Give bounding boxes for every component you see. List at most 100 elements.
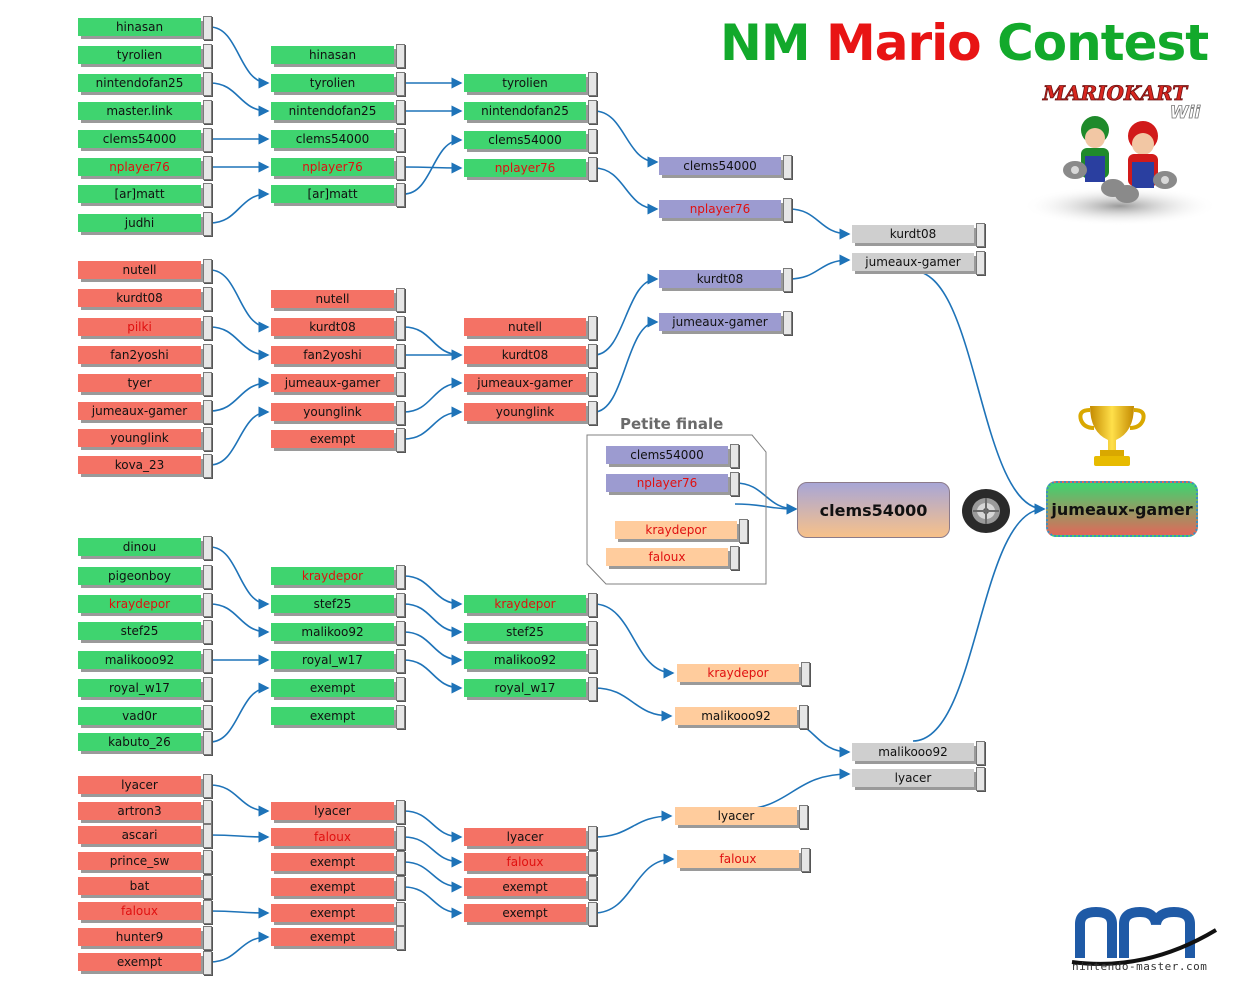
connector-line [593, 110, 659, 168]
bracket-slot: nplayer76 [464, 157, 597, 181]
bracket-slot: vad0r [78, 705, 212, 729]
bracket-slot: pigeonboy [78, 565, 212, 589]
connector-line [403, 836, 463, 868]
bracket-slot: exempt [271, 705, 405, 729]
mario-kart-wii-logo: MARIOKART Wii [1022, 81, 1215, 226]
bracket-slot: clems54000 [464, 129, 597, 153]
bracket-slot: kraydepor [677, 662, 810, 686]
connector-line [593, 273, 659, 356]
bracket-slot: hunter9 [78, 926, 212, 950]
nintendo-master-logo [1071, 906, 1218, 966]
connector-line [209, 546, 270, 610]
connector-line [403, 603, 463, 638]
bracket-slot: nintendofan25 [464, 100, 597, 124]
bracket-slot: lyacer [464, 826, 597, 850]
bracket-slot: lyacer [852, 767, 985, 791]
connector-line [209, 831, 270, 843]
bracket-slot: kraydepor [78, 593, 212, 617]
bracket-slot: master.link [78, 100, 212, 124]
connector-line [403, 406, 463, 440]
bracket-slot: royal_w17 [78, 677, 212, 701]
bracket-slot: clems54000 [659, 155, 792, 179]
bracket-slot: exempt [271, 926, 405, 950]
bracket-slot: tyrolien [78, 44, 212, 68]
bracket-slot: dinou [78, 536, 212, 560]
bracket-slot: jumeaux-gamer [271, 372, 405, 396]
bracket-slot: exempt [271, 851, 405, 875]
bracket-slot: nutell [464, 316, 597, 340]
bracket-slot: exempt [271, 428, 405, 452]
bracket-slot: kova_23 [78, 454, 212, 478]
bracket-slot: nplayer76 [606, 472, 739, 496]
petite-finale-winner-box: clems54000 [797, 482, 950, 538]
bracket-slot: malikooo92 [78, 649, 212, 673]
connector-line [209, 269, 270, 333]
connector-line [403, 575, 463, 610]
bracket-slot: kraydepor [615, 519, 748, 543]
bracket-slot: royal_w17 [464, 677, 597, 701]
bracket-slot: exempt [271, 876, 405, 900]
bracket-slot: exempt [271, 677, 405, 701]
bracket-slot: fan2yoshi [271, 344, 405, 368]
connector-line [209, 188, 270, 224]
bracket-slot: tyrolien [271, 72, 405, 96]
connector-line [209, 784, 270, 817]
bracket-slot: malikooo92 [852, 741, 985, 765]
bracket-slot: jumeaux-gamer [78, 400, 212, 424]
bracket-slot: nintendofan25 [78, 72, 212, 96]
bracket-slot: kraydepor [464, 593, 597, 617]
connector-line [209, 907, 270, 919]
bracket-slot: younglink [464, 401, 597, 425]
bracket-slot: [ar]matt [78, 183, 212, 207]
bracket-slot: faloux [271, 826, 405, 850]
connector-line [209, 326, 270, 361]
bracket-slot: younglink [271, 401, 405, 425]
connector-line [209, 603, 270, 638]
connector-line [593, 603, 675, 679]
bracket-slot: lyacer [271, 800, 405, 824]
connector-line [403, 377, 463, 413]
bracket-slot: kurdt08 [852, 223, 985, 247]
bracket-slot: malikoo92 [464, 649, 597, 673]
tournament-winner-box: jumeaux-gamer [1046, 481, 1198, 537]
bracket-slot: fan2yoshi [78, 344, 212, 368]
bracket-slot: nplayer76 [271, 156, 405, 180]
bracket-slot: jumeaux-gamer [852, 251, 985, 275]
bracket-slot: kraydepor [271, 565, 405, 589]
connector-line [912, 270, 1046, 515]
bracket-slot: faloux [606, 546, 739, 570]
connector-line [209, 682, 270, 743]
bracket-slot: stef25 [78, 620, 212, 644]
bracket-slot: clems54000 [606, 444, 739, 468]
bracket-slot: artron3 [78, 800, 212, 824]
connector-line [593, 687, 673, 722]
connector-line [734, 768, 851, 811]
connector-line [209, 931, 270, 963]
bracket-slot: jumeaux-gamer [659, 311, 792, 335]
svg-text:MARIOKART: MARIOKART [1042, 81, 1189, 105]
connector-line [209, 26, 270, 89]
bracket-slot: kabuto_26 [78, 731, 212, 755]
bracket-slot: nintendofan25 [271, 100, 405, 124]
connector-line [593, 167, 659, 215]
bracket-slot: lyacer [675, 805, 808, 829]
petite-finale-frame [586, 434, 767, 585]
bracket-slot: exempt [464, 902, 597, 926]
connector-line [403, 861, 463, 893]
bracket-slot: bat [78, 875, 212, 899]
connector-line [403, 326, 463, 361]
bracket-slot: tyrolien [464, 72, 597, 96]
connector-line [209, 377, 270, 412]
bracket-slot: royal_w17 [271, 649, 405, 673]
connector-line [593, 853, 675, 914]
bracket-slot: faloux [464, 851, 597, 875]
bracket-slot: prince_sw [78, 850, 212, 874]
bracket-slot: nplayer76 [659, 198, 792, 222]
connector-line [209, 406, 270, 466]
bracket-slot: nutell [271, 288, 405, 312]
bracket-slot: [ar]matt [271, 183, 405, 207]
connector-line [403, 810, 463, 843]
bracket-slot: stef25 [271, 593, 405, 617]
bracket-slot: lyacer [78, 774, 212, 798]
